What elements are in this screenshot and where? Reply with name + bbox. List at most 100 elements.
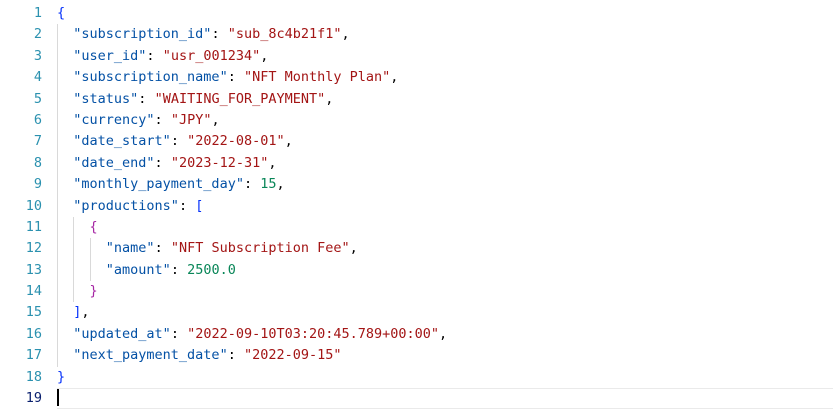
json-key: "subscription_id" <box>73 26 212 43</box>
json-key: "date_start" <box>73 133 171 150</box>
code-line[interactable]: 4 "subscription_name": "NFT Monthly Plan… <box>0 67 833 89</box>
indent-whitespace <box>57 155 73 171</box>
indent-guide <box>89 238 91 260</box>
json-number-value: 2500.0 <box>187 261 236 278</box>
code-text: "currency": "JPY", <box>57 109 833 132</box>
code-line[interactable]: 8 "date_end": "2023-12-31", <box>0 152 833 175</box>
json-key: "date_end" <box>73 154 155 171</box>
json-key: "productions" <box>73 197 179 214</box>
line-number[interactable]: 10 <box>25 197 42 214</box>
code-line[interactable]: 16 "updated_at": "2022-09-10T03:20:45.78… <box>0 323 833 346</box>
indent-whitespace <box>57 240 106 256</box>
code-text: "subscription_id": "sub_8c4b21f1", <box>57 24 833 46</box>
indent-whitespace <box>57 326 73 342</box>
line-number[interactable]: 18 <box>25 368 42 385</box>
code-text: "productions": [ <box>57 195 833 217</box>
code-text: "monthly_payment_day": 15, <box>57 174 833 196</box>
json-key: "monthly_payment_day" <box>73 176 244 193</box>
line-number[interactable]: 19 <box>25 390 42 407</box>
code-line[interactable]: 17 "next_payment_date": "2022-09-15" <box>0 345 833 367</box>
json-string-value: "NFT Monthly Plan" <box>243 69 391 86</box>
code-line[interactable]: 7 "date_start": "2022-08-01", <box>0 131 833 153</box>
line-number[interactable]: 1 <box>33 5 42 21</box>
code-line[interactable]: 14 } <box>0 281 833 303</box>
code-area[interactable]: 1{2 "subscription_id": "sub_8c4b21f1",3 … <box>0 3 833 409</box>
json-punctuation: : <box>227 69 244 86</box>
code-text: "date_start": "2022-08-01", <box>57 131 833 153</box>
code-text: { <box>57 216 833 239</box>
line-number[interactable]: 5 <box>33 90 42 107</box>
code-line[interactable]: 18} <box>0 367 833 388</box>
code-line[interactable]: 19 <box>0 388 833 409</box>
json-punctuation: : <box>154 240 171 257</box>
indent-whitespace <box>57 198 73 214</box>
json-string-value: "WAITING_FOR_PAYMENT" <box>154 90 326 107</box>
json-punctuation: , <box>268 154 277 171</box>
json-punctuation: , <box>284 133 293 150</box>
json-punctuation: : <box>243 176 261 193</box>
json-string-value: "JPY" <box>170 111 212 128</box>
indent-whitespace <box>57 48 73 64</box>
line-number[interactable]: 15 <box>25 304 42 321</box>
indent-guide <box>57 281 58 303</box>
line-number[interactable]: 12 <box>25 240 42 257</box>
json-punctuation: , <box>211 111 220 128</box>
indent-guide <box>57 152 58 175</box>
json-key: "currency" <box>73 111 155 128</box>
line-number[interactable]: 6 <box>33 111 42 128</box>
code-line[interactable]: 15 ], <box>0 302 833 324</box>
code-line[interactable]: 5 "status": "WAITING_FOR_PAYMENT", <box>0 88 833 110</box>
json-punctuation: , <box>81 304 90 321</box>
line-number[interactable]: 17 <box>25 347 42 364</box>
indent-guide <box>57 302 58 324</box>
indent-guide <box>57 88 58 110</box>
line-number[interactable]: 14 <box>25 283 42 300</box>
code-text: { <box>57 3 833 24</box>
json-punctuation: } <box>57 368 66 385</box>
indent-guide <box>57 131 58 153</box>
json-key: "subscription_name" <box>73 69 228 86</box>
json-punctuation: , <box>276 176 285 193</box>
json-punctuation: : <box>227 347 244 364</box>
indent-whitespace <box>57 26 73 42</box>
line-number[interactable]: 16 <box>25 325 42 342</box>
json-punctuation: : <box>170 261 188 278</box>
code-line[interactable]: 2 "subscription_id": "sub_8c4b21f1", <box>0 24 833 46</box>
json-string-value: "2022-09-15" <box>243 347 342 364</box>
code-text: "amount": 2500.0 <box>57 259 833 282</box>
code-line[interactable]: 12 "name": "NFT Subscription Fee", <box>0 238 833 260</box>
json-punctuation: , <box>349 240 358 257</box>
json-punctuation: : <box>154 111 171 128</box>
line-number[interactable]: 9 <box>33 176 42 193</box>
line-number[interactable]: 11 <box>25 218 42 235</box>
code-line[interactable]: 6 "currency": "JPY", <box>0 109 833 132</box>
code-line[interactable]: 11 { <box>0 216 833 239</box>
json-punctuation: , <box>439 325 448 342</box>
indent-whitespace <box>57 176 73 192</box>
code-line[interactable]: 10 "productions": [ <box>0 195 833 217</box>
code-line[interactable]: 1{ <box>0 3 833 24</box>
indent-guide <box>57 174 58 196</box>
json-key: "status" <box>73 90 139 107</box>
indent-guide <box>57 216 58 239</box>
indent-whitespace <box>57 304 73 320</box>
indent-guide <box>57 67 58 89</box>
line-number[interactable]: 2 <box>33 26 42 43</box>
json-string-value: "2022-09-10T03:20:45.789+00:00" <box>187 325 440 342</box>
json-key: "updated_at" <box>73 325 171 342</box>
line-number[interactable]: 4 <box>33 69 42 86</box>
line-number[interactable]: 3 <box>33 47 42 64</box>
code-line[interactable]: 3 "user_id": "usr_001234", <box>0 45 833 68</box>
code-text: "subscription_name": "NFT Monthly Plan", <box>57 67 833 89</box>
code-line[interactable]: 13 "amount": 2500.0 <box>0 259 833 282</box>
code-text: "next_payment_date": "2022-09-15" <box>57 345 833 367</box>
text-cursor <box>57 388 59 406</box>
indent-guide <box>57 109 58 132</box>
code-line[interactable]: 9 "monthly_payment_day": 15, <box>0 174 833 196</box>
line-number[interactable]: 8 <box>33 154 42 171</box>
line-number[interactable]: 7 <box>33 133 42 150</box>
json-punctuation: : <box>146 47 163 64</box>
indent-guide <box>73 238 75 260</box>
line-number[interactable]: 13 <box>25 261 42 278</box>
